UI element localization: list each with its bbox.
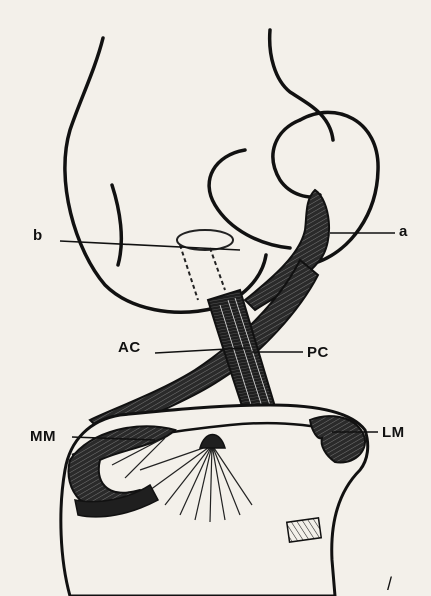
label-ac: AC <box>118 340 141 355</box>
label-mm: MM <box>30 429 56 444</box>
page-mark: / <box>387 575 393 593</box>
lateral-condyle <box>209 112 378 262</box>
label-b: b <box>33 228 43 243</box>
label-pc: PC <box>307 345 329 360</box>
label-lm: LM <box>382 425 405 440</box>
label-a: a <box>399 224 408 239</box>
intercondylar-notch <box>177 230 233 300</box>
pc-insertion <box>287 518 321 542</box>
